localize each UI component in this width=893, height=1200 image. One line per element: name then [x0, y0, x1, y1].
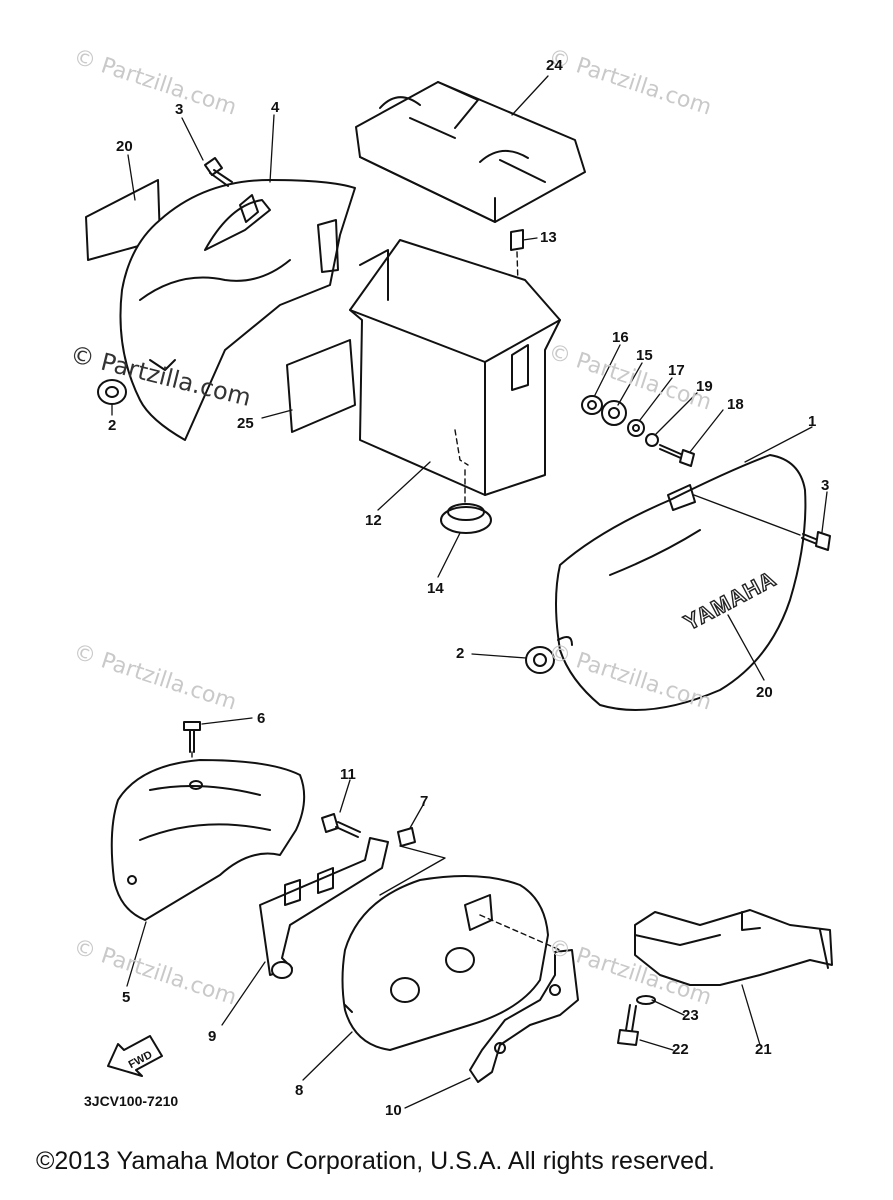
part-25-label[interactable]	[286, 339, 356, 433]
callout-13[interactable]: 13	[540, 229, 557, 246]
callout-3-right[interactable]: 3	[821, 477, 830, 494]
part-9-bracket[interactable]	[259, 837, 389, 979]
callout-3[interactable]: 3	[175, 101, 184, 118]
part-12-battery-box[interactable]	[349, 239, 561, 506]
callout-15[interactable]: 15	[636, 347, 653, 364]
part-22-bolt[interactable]	[617, 1004, 639, 1046]
callout-5[interactable]: 5	[122, 989, 131, 1006]
callout-2[interactable]: 2	[108, 417, 117, 434]
part-4-side-cover-left[interactable]	[119, 179, 356, 441]
diagram-code: 3JCV100-7210	[84, 1093, 179, 1109]
part-2-grommet[interactable]	[97, 379, 127, 405]
callout-22[interactable]: 22	[672, 1041, 689, 1058]
part-3-bolt[interactable]	[204, 157, 233, 187]
callout-7[interactable]: 7	[420, 793, 429, 810]
part-10-plate[interactable]	[469, 949, 579, 1083]
callout-10[interactable]: 10	[385, 1102, 402, 1119]
fwd-arrow-icon	[107, 1035, 163, 1077]
callout-17[interactable]: 17	[668, 362, 685, 379]
callout-14[interactable]: 14	[427, 580, 444, 597]
part-2-grommet-right[interactable]	[525, 646, 555, 674]
callout-1[interactable]: 1	[808, 413, 817, 430]
callout-2-right[interactable]: 2	[456, 645, 465, 662]
copyright-notice: ©2013 Yamaha Motor Corporation, U.S.A. A…	[36, 1147, 715, 1175]
callout-20-right[interactable]: 20	[756, 684, 773, 701]
callout-6[interactable]: 6	[257, 710, 266, 727]
part-24-battery-cover[interactable]	[355, 81, 586, 223]
part-15-grommet[interactable]	[601, 400, 627, 426]
part-5-toolbox-cover[interactable]	[110, 759, 306, 921]
leader-lines	[111, 75, 828, 1109]
part-16-collar[interactable]	[581, 395, 603, 415]
callout-4[interactable]: 4	[271, 99, 280, 116]
part-23-washer[interactable]	[636, 995, 656, 1005]
callout-11[interactable]: 11	[340, 766, 356, 783]
part-14-grommet[interactable]	[440, 503, 492, 534]
part-3-bolt-right[interactable]	[801, 531, 831, 551]
part-19-lock-washer[interactable]	[645, 433, 659, 447]
callout-9[interactable]: 9	[208, 1028, 217, 1045]
callout-20[interactable]: 20	[116, 138, 133, 155]
callout-18[interactable]: 18	[727, 396, 744, 413]
callout-12[interactable]: 12	[365, 512, 382, 529]
callout-24[interactable]: 24	[546, 57, 563, 74]
callout-16[interactable]: 16	[612, 329, 629, 346]
callout-21[interactable]: 21	[755, 1041, 772, 1058]
part-11-bolt[interactable]	[321, 813, 361, 838]
part-1-side-cover-right[interactable]	[555, 454, 807, 711]
callout-25[interactable]: 25	[237, 415, 254, 432]
part-17-washer[interactable]	[627, 419, 645, 437]
callout-23[interactable]: 23	[682, 1007, 699, 1024]
part-18-bolt[interactable]	[659, 444, 695, 467]
part-21-bracket[interactable]	[634, 909, 833, 986]
callout-8[interactable]: 8	[295, 1082, 304, 1099]
part-7-nut[interactable]	[379, 827, 446, 896]
callout-19[interactable]: 19	[696, 378, 713, 395]
part-8-toolbox[interactable]	[341, 875, 561, 1051]
